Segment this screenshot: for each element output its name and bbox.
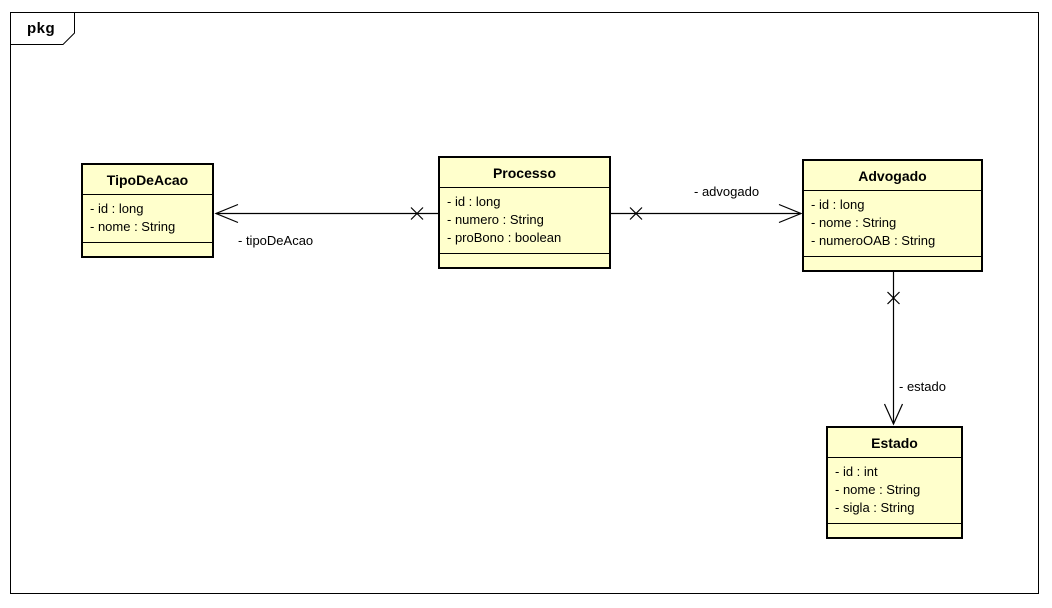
association-label-tipodeacao: - tipoDeAcao	[238, 233, 314, 248]
association-processo-tipodeacao[interactable]	[214, 203, 438, 224]
methods-compartment	[83, 243, 212, 256]
x-marker-icon	[410, 207, 424, 220]
methods-compartment	[828, 524, 961, 537]
methods-compartment	[440, 254, 609, 267]
open-arrow-icon	[778, 203, 803, 224]
methods-compartment	[804, 257, 981, 270]
attribute: - nome : String	[835, 482, 921, 497]
x-marker-icon	[629, 207, 643, 220]
attributes-compartment: - id : long - numero : String - proBono …	[440, 188, 609, 254]
attribute: - id : long	[90, 201, 144, 216]
association-processo-advogado[interactable]	[611, 203, 803, 224]
association-label-estado: - estado	[899, 379, 946, 394]
attribute: - sigla : String	[835, 500, 915, 515]
class-estado[interactable]: Estado - id : int - nome : String - sigl…	[826, 426, 963, 539]
x-marker-icon	[887, 291, 900, 305]
attribute: - proBono : boolean	[447, 230, 562, 245]
attributes-compartment: - id : long - nome : String	[83, 195, 212, 243]
association-advogado-estado[interactable]	[883, 271, 904, 426]
attribute: - id : int	[835, 464, 878, 479]
class-advogado[interactable]: Advogado - id : long - nome : String - n…	[802, 159, 983, 272]
attributes-compartment: - id : long - nome : String - numeroOAB …	[804, 191, 981, 257]
open-arrow-icon	[883, 403, 904, 426]
class-name: Estado	[828, 428, 961, 458]
package-frame	[10, 12, 1039, 594]
attribute: - numero : String	[447, 212, 544, 227]
attribute: - nome : String	[811, 215, 897, 230]
class-name: Advogado	[804, 161, 981, 191]
class-name: TipoDeAcao	[83, 165, 212, 195]
class-processo[interactable]: Processo - id : long - numero : String -…	[438, 156, 611, 269]
class-name: Processo	[440, 158, 609, 188]
attribute: - id : long	[811, 197, 865, 212]
open-arrow-icon	[214, 203, 239, 224]
class-tipodeacao[interactable]: TipoDeAcao - id : long - nome : String	[81, 163, 214, 258]
attribute: - nome : String	[90, 219, 176, 234]
attributes-compartment: - id : int - nome : String - sigla : Str…	[828, 458, 961, 524]
association-label-advogado: - advogado	[694, 184, 760, 199]
attribute: - numeroOAB : String	[811, 233, 936, 248]
attribute: - id : long	[447, 194, 501, 209]
package-tab-label: pkg	[27, 20, 56, 37]
